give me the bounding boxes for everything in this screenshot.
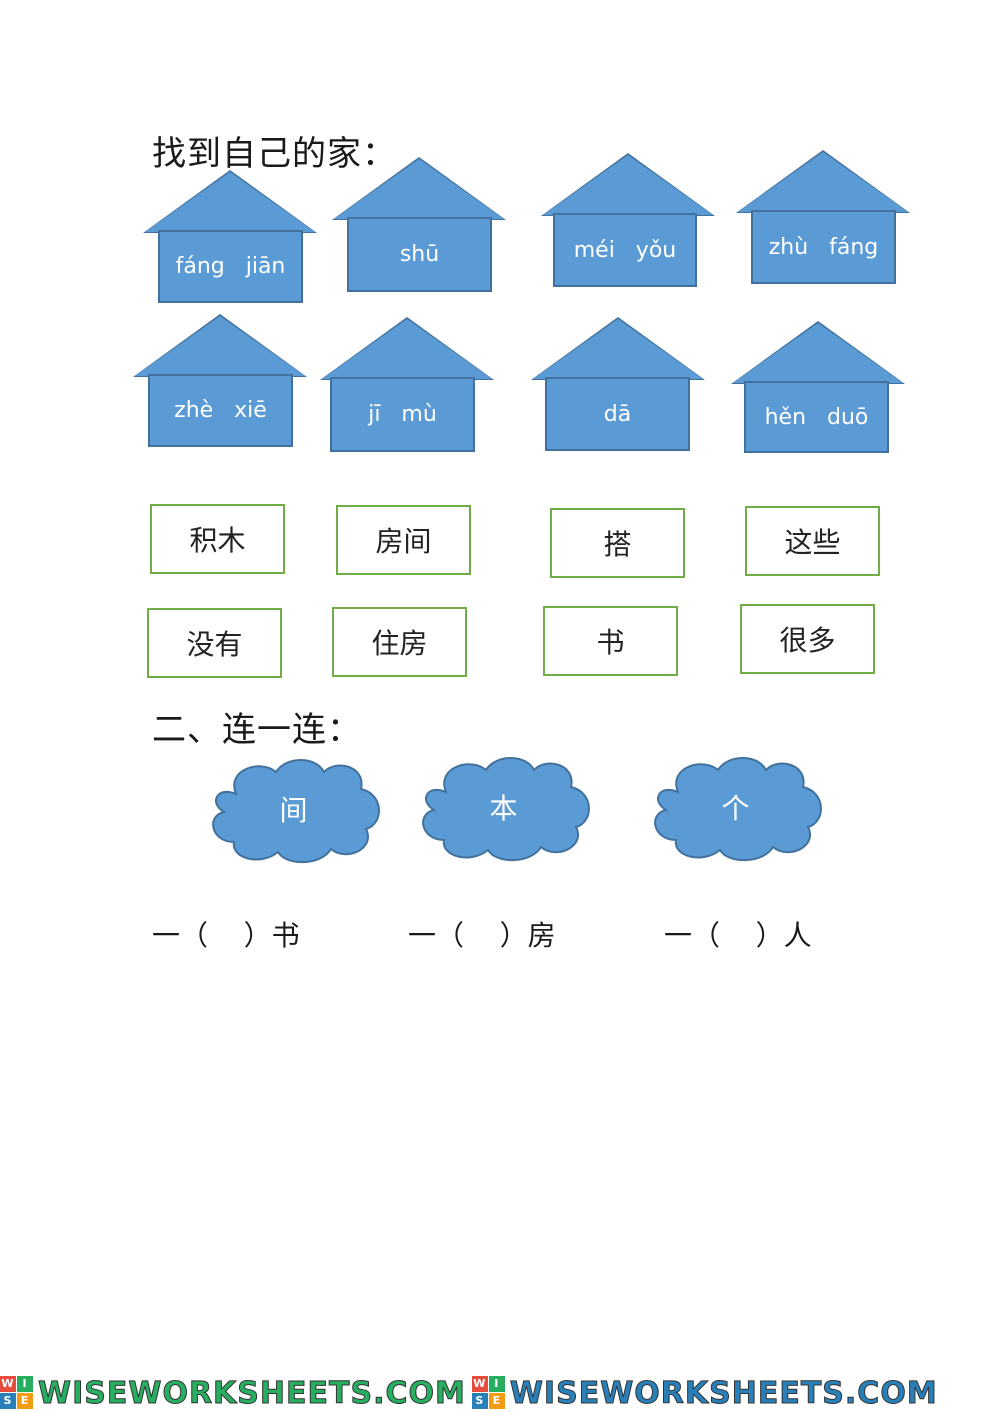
brand-logo: W I S E WISEWORKSHEETS.COM (0, 1375, 466, 1411)
logo-letter: E (17, 1393, 33, 1409)
house-roof (334, 159, 504, 219)
house-pinyin: hěn duō (744, 381, 889, 453)
logo-letter: S (471, 1393, 488, 1409)
cloud-card[interactable]: 间 (206, 754, 381, 864)
cloud-label: 间 (279, 794, 308, 827)
fill-blank-item[interactable]: 一（ ）书 (152, 919, 300, 952)
cloud-label: 本 (489, 792, 518, 825)
word-card[interactable]: 搭 (550, 508, 685, 578)
footer-watermark: W I S E WISEWORKSHEETS.COM W I S E WISEW… (0, 1373, 1000, 1413)
house-pinyin: dā (545, 377, 690, 451)
house-roof (322, 319, 492, 379)
cloud-label: 个 (721, 792, 750, 825)
logo-letter: I (488, 1376, 505, 1392)
section-title-match: 二、连一连： (152, 710, 362, 750)
house-pinyin: méi yǒu (553, 213, 697, 287)
logo-letter: W (0, 1376, 16, 1392)
word-card[interactable]: 住房 (332, 607, 467, 677)
logo-letter: E (488, 1393, 505, 1409)
logo-icon: W I S E (0, 1376, 34, 1410)
logo-letter: S (0, 1393, 16, 1409)
cloud-shape (654, 757, 822, 862)
word-card[interactable]: 没有 (147, 608, 282, 678)
logo-icon: W I S E (471, 1376, 506, 1410)
fill-blank-item[interactable]: 一（ ）人 (664, 919, 812, 952)
house-pinyin: zhè xiē (148, 374, 293, 447)
cloud-shape (212, 759, 380, 864)
word-card[interactable]: 很多 (740, 604, 875, 674)
house-roof (738, 152, 908, 212)
house-pinyin: shū (347, 217, 492, 292)
fill-blank-item[interactable]: 一（ ）房 (408, 919, 556, 952)
house-roof (145, 172, 315, 232)
cloud-card[interactable]: 本 (416, 752, 591, 862)
house-roof (533, 319, 703, 379)
cloud-shape (422, 757, 590, 862)
brand-logo: W I S E WISEWORKSHEETS.COM (471, 1375, 938, 1411)
house-pinyin: zhù fáng (751, 210, 896, 284)
house-pinyin: fáng jiān (158, 230, 303, 303)
house-roof (135, 316, 305, 376)
house-pinyin: jī mù (330, 377, 475, 452)
house-roof (733, 323, 903, 383)
word-card[interactable]: 书 (543, 606, 678, 676)
brand-text: WISEWORKSHEETS.COM (38, 1375, 466, 1411)
house-roof (543, 155, 713, 215)
brand-text: WISEWORKSHEETS.COM (509, 1375, 938, 1411)
word-card[interactable]: 房间 (336, 505, 471, 575)
word-card[interactable]: 积木 (150, 504, 285, 574)
logo-letter: I (17, 1376, 33, 1392)
cloud-card[interactable]: 个 (648, 752, 823, 862)
word-card[interactable]: 这些 (745, 506, 880, 576)
logo-letter: W (471, 1376, 488, 1392)
